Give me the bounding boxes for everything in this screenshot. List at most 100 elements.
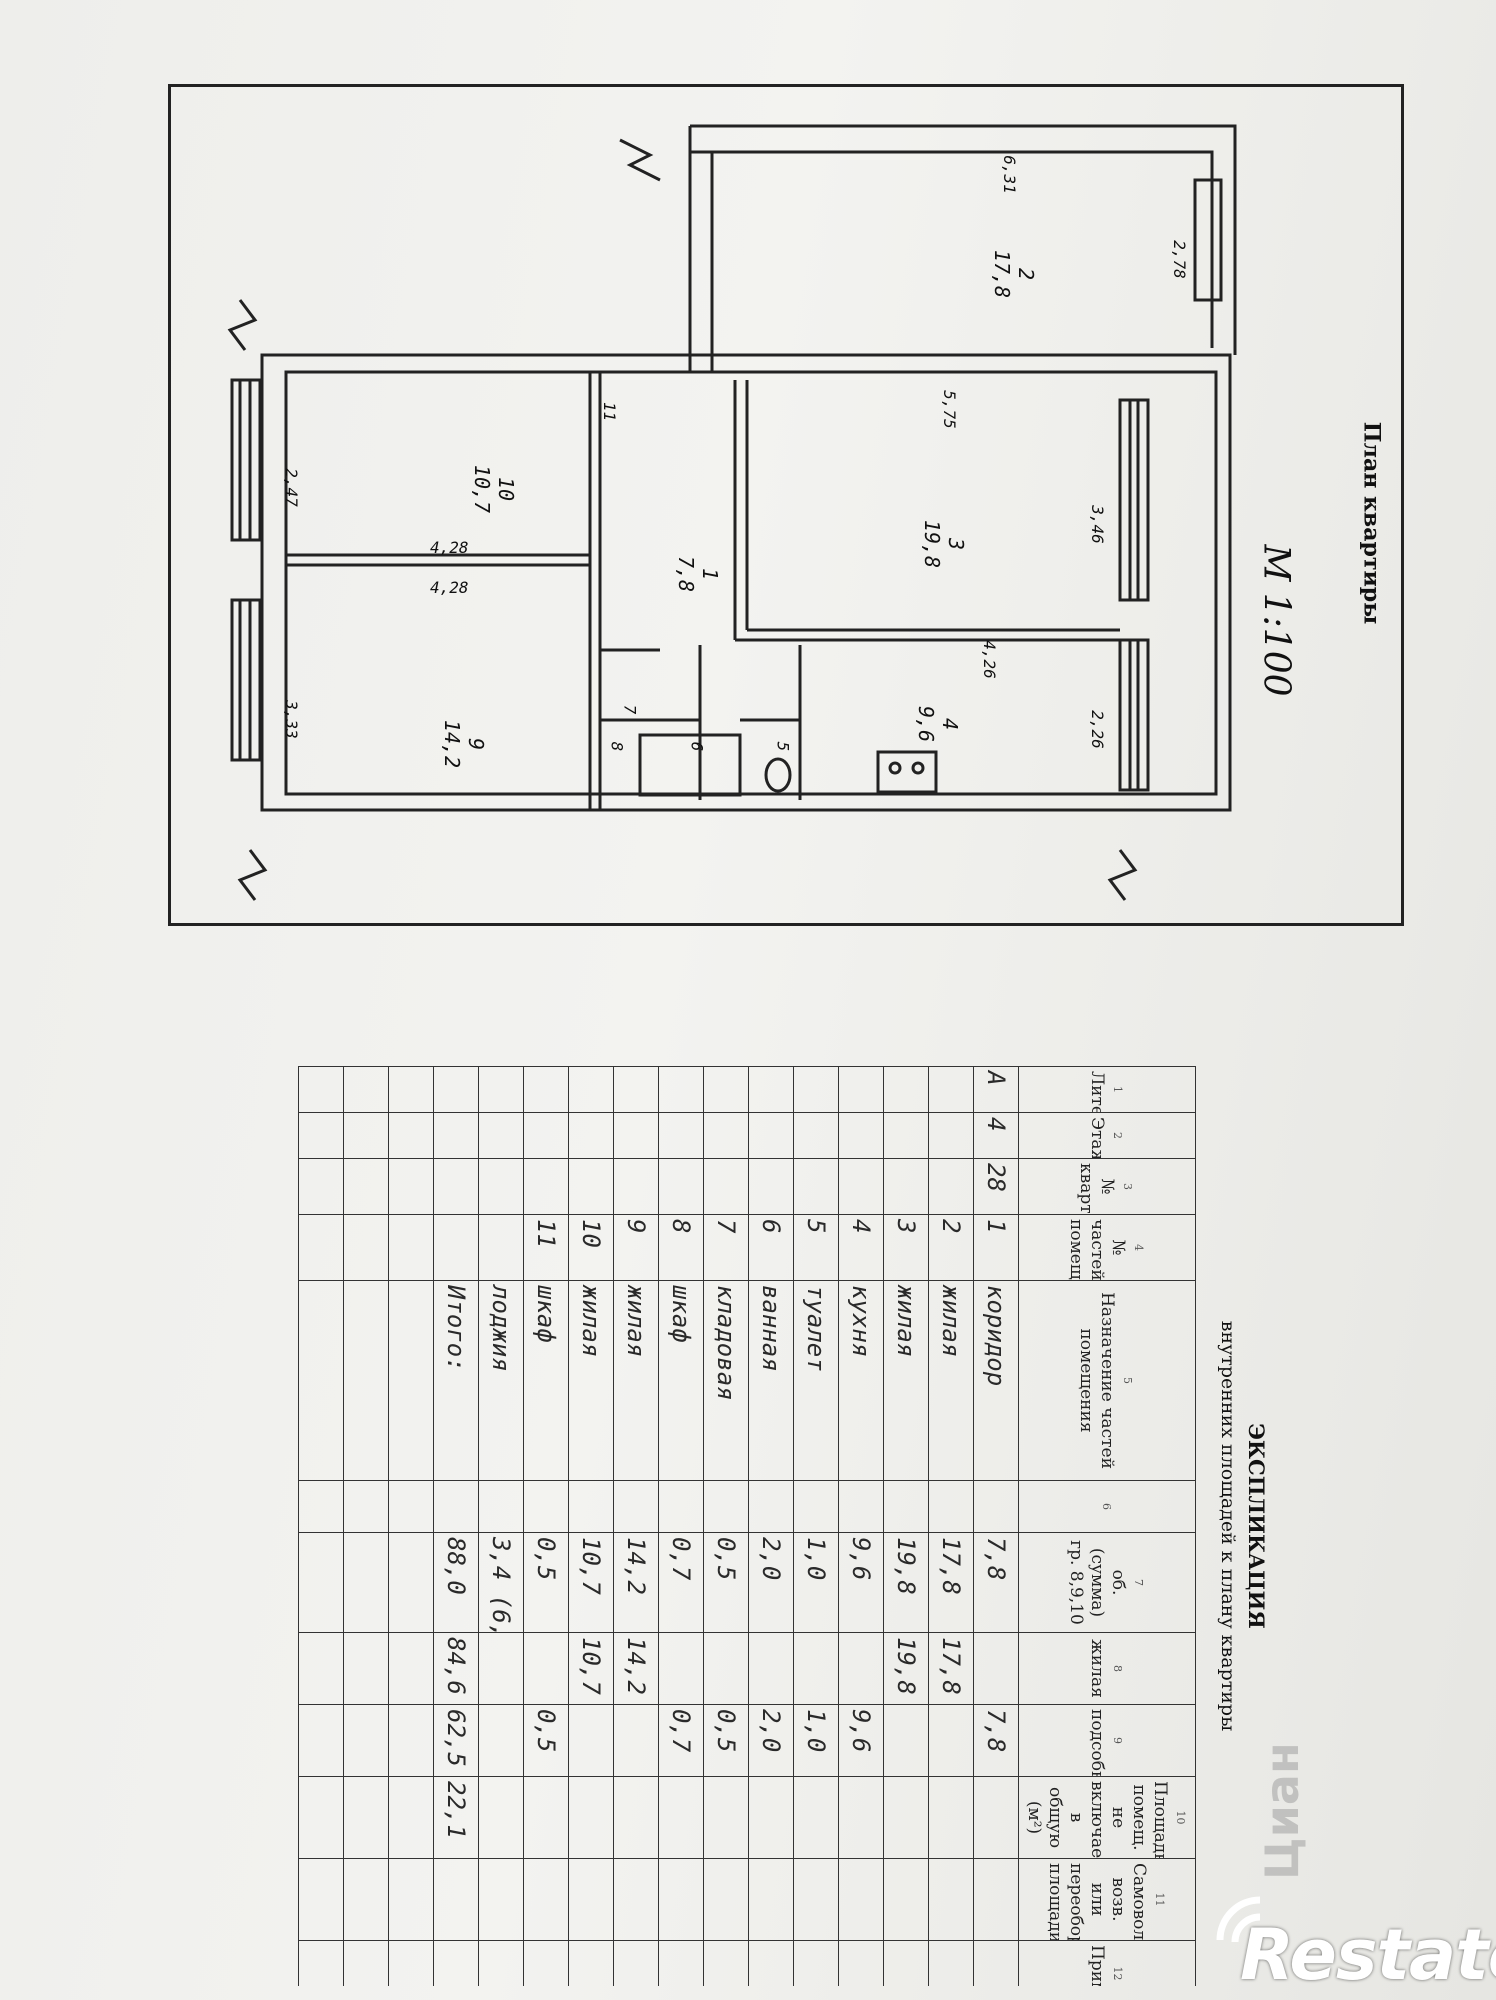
cell-aux bbox=[883, 1704, 929, 1777]
cell-living bbox=[973, 1632, 1019, 1705]
total-living: 84,6 bbox=[433, 1632, 479, 1705]
cell-floor: 4 bbox=[973, 1112, 1019, 1159]
cell-purpose: жилая bbox=[883, 1280, 929, 1481]
cell-aux: 9,6 bbox=[838, 1704, 884, 1777]
dim-label: 5,75 bbox=[939, 390, 959, 429]
cell-living bbox=[658, 1632, 704, 1705]
cell-purpose: жилая bbox=[568, 1280, 614, 1481]
cell-part: 6 bbox=[748, 1214, 794, 1281]
table-row: А 4 28 1 коридор 7,8 7,8 bbox=[973, 1066, 1019, 1986]
cell-living: 14,2 bbox=[613, 1632, 659, 1705]
cell-aux: 2,0 bbox=[748, 1704, 794, 1777]
cell-living bbox=[838, 1632, 884, 1705]
total-aux: 62,5 bbox=[433, 1704, 479, 1777]
cell-part: 5 bbox=[793, 1214, 839, 1281]
cell-living: 10,7 bbox=[568, 1632, 614, 1705]
explication-table-wrapper: ЭКСПЛИКАЦИЯ внутренних площадей к плану … bbox=[140, 1066, 1270, 1986]
cell-purpose: лоджия bbox=[478, 1280, 524, 1481]
cell-purpose: жилая bbox=[613, 1280, 659, 1481]
dim-label: 2,47 bbox=[281, 468, 301, 507]
dim-label: 4,28 bbox=[430, 538, 469, 557]
table-row: 9 жилая 14,2 14,2 bbox=[613, 1066, 659, 1986]
cell-total: 0,5 bbox=[703, 1532, 749, 1633]
cell-living bbox=[748, 1632, 794, 1705]
cian-watermark: Циан bbox=[1255, 1742, 1309, 1880]
cell-living: 17,8 bbox=[928, 1632, 974, 1705]
cell-aux: 1,0 bbox=[793, 1704, 839, 1777]
table-row: 4 кухня 9,6 9,6 bbox=[838, 1066, 884, 1986]
cell-total: 19,8 bbox=[883, 1532, 929, 1633]
floor-plan-drawing bbox=[227, 124, 1237, 901]
cell-purpose: туалет bbox=[793, 1280, 839, 1481]
cell-aux bbox=[613, 1704, 659, 1777]
cell-part: 1 bbox=[973, 1214, 1019, 1281]
table-row: 11 шкаф 0,5 0,5 bbox=[523, 1066, 569, 1986]
table-row: 10 жилая 10,7 10,7 bbox=[568, 1066, 614, 1986]
cell-total: 7,8 bbox=[973, 1532, 1019, 1633]
total-extra: 22,1 bbox=[433, 1776, 479, 1859]
cell-aux: 0,5 bbox=[703, 1704, 749, 1777]
cell-total: 14,2 bbox=[613, 1532, 659, 1633]
cell-total: 3,4 (6,7х0,5) bbox=[478, 1532, 524, 1633]
cell-living bbox=[703, 1632, 749, 1705]
cell-purpose: ванная bbox=[748, 1280, 794, 1481]
cell-part: 9 bbox=[613, 1214, 659, 1281]
cell-apt: 28 bbox=[973, 1158, 1019, 1215]
room-11-label: 11 bbox=[600, 401, 620, 422]
cell-living bbox=[523, 1632, 569, 1705]
cell-part: 3 bbox=[883, 1214, 929, 1281]
cell-purpose: шкаф bbox=[523, 1280, 569, 1481]
table-body: А 4 28 1 коридор 7,8 7,8 2 жил bbox=[298, 1066, 1019, 1986]
cell-total: 9,6 bbox=[838, 1532, 884, 1633]
cell-purpose: кухня bbox=[838, 1280, 884, 1481]
table-row: 3 жилая 19,8 19,8 bbox=[883, 1066, 929, 1986]
cell-living bbox=[793, 1632, 839, 1705]
room-8-label: 8 bbox=[607, 741, 627, 752]
cell-aux bbox=[478, 1704, 524, 1777]
cell-total: 1,0 bbox=[793, 1532, 839, 1633]
cell-aux: 7,8 bbox=[973, 1704, 1019, 1777]
cell-part: 11 bbox=[523, 1214, 569, 1281]
cell-purpose: кладовая bbox=[703, 1280, 749, 1481]
dim-label: 6,31 bbox=[999, 155, 1019, 194]
dim-label: 3,33 bbox=[281, 700, 301, 739]
logo-text: Restate bbox=[1240, 1914, 1496, 1996]
cell-purpose: шкаф bbox=[658, 1280, 704, 1481]
table-row: 5 туалет 1,0 1,0 bbox=[793, 1066, 839, 1986]
dim-label: 2,78 bbox=[1169, 240, 1189, 279]
cell-purpose: жилая bbox=[928, 1280, 974, 1481]
dim-label: 3,46 bbox=[1087, 505, 1107, 544]
explication-subtitle: внутренних площадей к плану квартиры bbox=[1217, 1320, 1239, 1732]
cell-aux bbox=[568, 1704, 614, 1777]
cell-part: 8 bbox=[658, 1214, 704, 1281]
cell-part: 4 bbox=[838, 1214, 884, 1281]
table-row: 6 ванная 2,0 2,0 bbox=[748, 1066, 794, 1986]
dim-label: 4,26 bbox=[979, 640, 999, 679]
dim-label: 2,26 bbox=[1087, 710, 1107, 749]
header-note: 12Примечание bbox=[1018, 1940, 1196, 1986]
cell-total: 10,7 bbox=[568, 1532, 614, 1633]
cell-part: 10 bbox=[568, 1214, 614, 1281]
room-5-label: 5 bbox=[773, 741, 793, 752]
cell-living: 19,8 bbox=[883, 1632, 929, 1705]
cell-aux bbox=[928, 1704, 974, 1777]
plan-title: План квартиры bbox=[1358, 421, 1385, 625]
header-col6: 6 bbox=[1018, 1480, 1196, 1533]
dim-label: 4,28 bbox=[430, 578, 469, 597]
cell-part: 7 bbox=[703, 1214, 749, 1281]
table-row: 2 жилая 17,8 17,8 bbox=[928, 1066, 974, 1986]
total-sum: 88,0 bbox=[433, 1532, 479, 1633]
restate-logo: Restate bbox=[1200, 1880, 1496, 1996]
room-7-label: 7 bbox=[620, 704, 640, 715]
table-total-row: Итого: 88,0 84,6 62,5 22,1 bbox=[433, 1066, 479, 1986]
room-6-label: 6 bbox=[687, 741, 707, 752]
